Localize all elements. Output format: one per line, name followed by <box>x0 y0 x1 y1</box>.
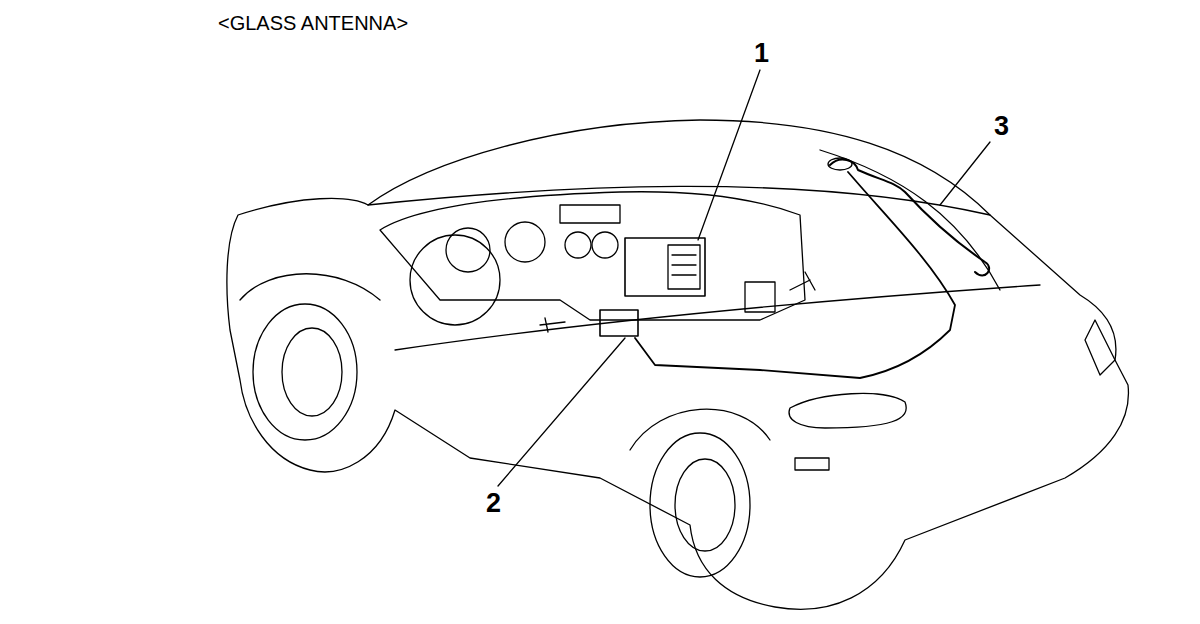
screw <box>540 318 565 332</box>
belt-line <box>368 186 990 215</box>
gauge <box>565 232 591 258</box>
rear-wheel <box>650 433 750 577</box>
radio-faceplate <box>668 245 700 289</box>
rear-wheel-hub <box>675 459 735 551</box>
bracket <box>745 282 775 312</box>
radio-unit <box>625 238 705 296</box>
antenna-cable <box>635 172 955 378</box>
gauge <box>505 222 545 262</box>
dashboard <box>380 192 805 320</box>
steering-wheel <box>410 235 500 325</box>
leader-line <box>498 338 625 486</box>
antenna-amplifier <box>600 310 638 336</box>
front-wheel-hub <box>282 328 342 416</box>
rear-glass <box>820 150 1000 290</box>
side-marker <box>795 458 829 470</box>
front-arch <box>240 274 380 300</box>
screw <box>790 272 815 290</box>
callout-number: 2 <box>486 490 501 517</box>
rear-light <box>1085 320 1115 375</box>
diagram-title: <GLASS ANTENNA> <box>218 13 408 33</box>
gauge <box>592 232 618 258</box>
car-body-outline <box>227 120 1129 609</box>
glass-antenna <box>830 160 989 276</box>
leader-line <box>698 70 760 240</box>
tail-light <box>789 393 906 428</box>
radio-buttons <box>672 255 696 275</box>
callout-number: 3 <box>994 113 1009 140</box>
front-wheel <box>253 304 357 440</box>
display <box>560 205 620 223</box>
lower-window-line <box>395 285 1040 350</box>
rear-arch <box>630 409 770 450</box>
callout-number: 1 <box>754 40 769 67</box>
leader-line <box>940 142 990 205</box>
